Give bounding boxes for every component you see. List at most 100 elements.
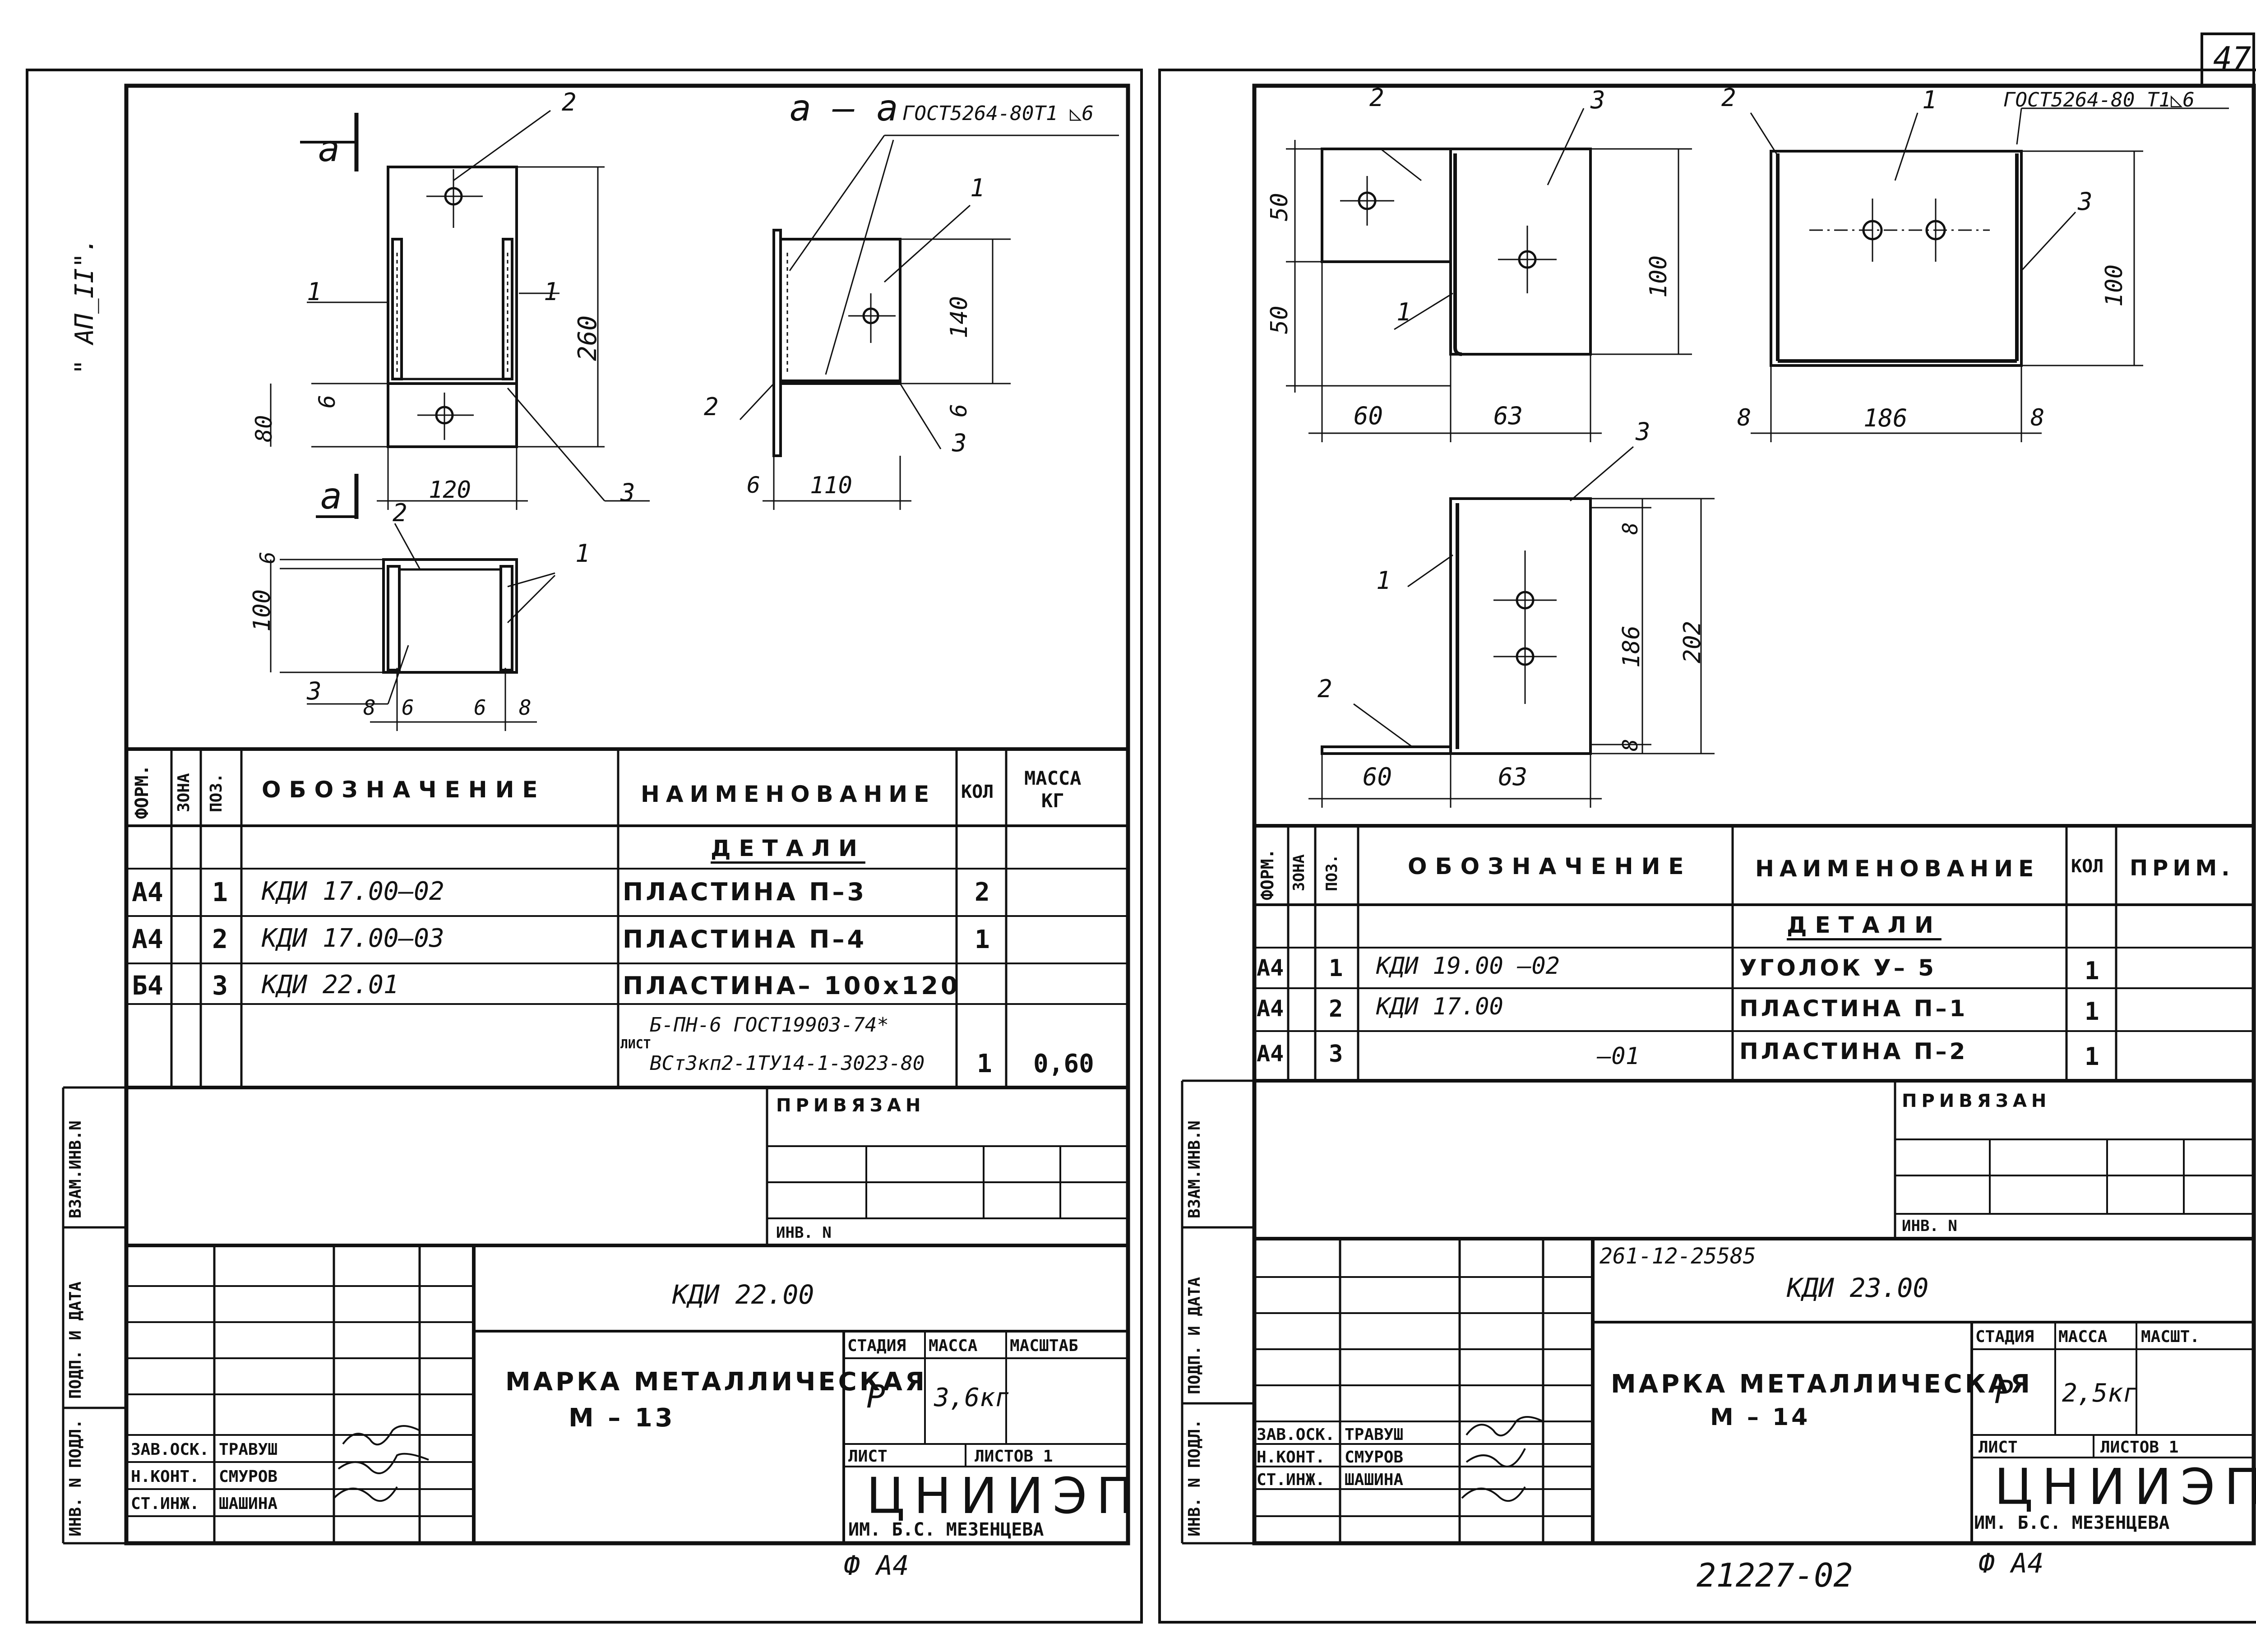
left-side-label-vzam: ВЗАМ.ИНВ.N	[66, 1120, 85, 1218]
left-staff2-name: СМУРОВ	[219, 1467, 278, 1486]
left-staff3-role: СТ.ИНЖ.	[131, 1495, 199, 1513]
right-row1-form: А4	[1257, 955, 1284, 981]
left-top-callout-2: 2	[393, 499, 407, 527]
right-privyazan: ПРИВЯЗАН	[1902, 1091, 2051, 1111]
right-dim-63a: 63	[1493, 402, 1523, 430]
left-row2-designation: КДИ 17.00–03	[262, 924, 444, 953]
left-row1-name: ПЛАСТИНА П–3	[623, 878, 867, 906]
left-row1-designation: КДИ 17.00–02	[262, 877, 444, 906]
right-col-designation: ОБОЗНАЧЕНИЕ	[1408, 853, 1692, 879]
left-mass: 3,6кг	[934, 1383, 1010, 1412]
right-dim-63b: 63	[1498, 763, 1528, 791]
right-code: КДИ 23.00	[1787, 1273, 1929, 1303]
left-drawing-frame	[124, 83, 1130, 1546]
right-org-sub: ИМ. Б.С. МЕЗЕНЦЕВА	[1974, 1513, 2170, 1533]
left-org: ЦНИИЭП	[866, 1467, 1143, 1525]
right-signature-3	[1461, 1486, 1526, 1502]
right-dim-60a: 60	[1354, 402, 1383, 430]
left-col-zone: ЗОНА	[175, 773, 193, 812]
left-col-mass: МАССА КГ	[1024, 767, 1082, 812]
right-dim-186b: 186	[1618, 625, 1645, 668]
left-section-title: а – а	[790, 87, 898, 129]
right-callout-2c: 2	[1318, 675, 1332, 703]
left-col-qty: КОЛ	[961, 782, 994, 802]
left-row1-qty: 2	[975, 878, 990, 907]
left-col-form: ФОРМ.	[132, 764, 153, 819]
left-section-mark-top: а	[318, 128, 340, 170]
right-dim-100a: 100	[1645, 255, 1672, 298]
left-row3-pos: 3	[212, 970, 228, 1001]
left-callout-3a: 3	[620, 478, 635, 507]
left-dim-120: 120	[429, 477, 471, 504]
sheet-number: 47	[2213, 40, 2251, 77]
right-dim-8c: 8	[1618, 522, 1642, 535]
right-name-line1: МАРКА МЕТАЛЛИЧЕСКАЯ	[1611, 1370, 2033, 1399]
left-dim-6e: 6	[402, 695, 414, 720]
left-row1-form: А4	[132, 877, 163, 907]
right-row1-designation: КДИ 19.00 –02	[1376, 953, 1560, 980]
left-privyazan: ПРИВЯЗАН	[776, 1095, 925, 1116]
left-front-view	[270, 110, 650, 519]
right-row2-qty: 1	[2085, 997, 2099, 1026]
left-stage-label: СТАДИЯ	[847, 1337, 906, 1355]
left-row3-designation: КДИ 22.01	[262, 970, 399, 1000]
right-drawing-frame	[1252, 83, 2256, 1546]
archive-number: 21227-02	[1697, 1556, 1853, 1594]
right-callout-3b: 3	[2078, 187, 2093, 216]
left-dim-6c: 6	[747, 472, 761, 498]
right-signature-1	[1465, 1416, 1544, 1437]
left-name-line2: М – 13	[569, 1403, 675, 1433]
left-inv: ИНВ. N	[776, 1224, 832, 1242]
right-angle-view	[1286, 108, 1692, 442]
left-dim-6b: 6	[946, 403, 972, 417]
right-dim-50b: 50	[1266, 305, 1293, 334]
left-signature-2	[337, 1453, 429, 1474]
margin-note: " АП_II".	[70, 237, 99, 375]
left-weld-note: ГОСТ5264-80Т1 ◺6	[902, 102, 1094, 125]
right-mass-label: МАССА	[2058, 1328, 2108, 1346]
right-row2-form: А4	[1257, 995, 1284, 1022]
left-dim-80: 80	[251, 415, 277, 442]
left-spec-section: ДЕТАЛИ	[711, 835, 865, 861]
left-top-callout-1: 1	[575, 539, 590, 568]
left-dim-140: 140	[946, 296, 973, 338]
left-dim-110: 110	[810, 472, 852, 499]
right-dim-60b: 60	[1363, 763, 1392, 791]
left-dim-6d: 6	[255, 551, 280, 564]
left-dim-8a: 8	[363, 695, 376, 720]
right-callout-1b: 1	[1922, 86, 1937, 114]
left-code: КДИ 22.00	[672, 1279, 814, 1310]
left-stage: Р	[866, 1378, 886, 1415]
right-inv: ИНВ. N	[1902, 1217, 1957, 1235]
right-scale-label: МАСШТ.	[2141, 1328, 2200, 1346]
left-dim-260: 260	[573, 315, 602, 361]
right-staff3-role: СТ.ИНЖ.	[1257, 1471, 1325, 1489]
sheet-number-box	[2201, 32, 2255, 87]
right-dim-50a: 50	[1266, 193, 1293, 221]
left-material-prefix: ЛИСТ	[620, 1037, 651, 1051]
right-callout-1a: 1	[1396, 298, 1411, 326]
right-callout-3c: 3	[1636, 417, 1650, 446]
right-doc-number: 261-12-25585	[1600, 1244, 1756, 1269]
left-signature-3	[333, 1486, 398, 1502]
right-row3-name: ПЛАСТИНА П–2	[1739, 1038, 1968, 1064]
left-row2-pos: 2	[212, 924, 228, 954]
right-staff2-name: СМУРОВ	[1345, 1448, 1404, 1467]
left-sheets-label: ЛИСТОВ 1	[975, 1447, 1053, 1466]
left-signature-1	[342, 1425, 420, 1446]
right-staff1-role: ЗАВ.ОСК.	[1257, 1425, 1335, 1444]
right-side-view	[1308, 446, 1715, 808]
left-material-mass: 0,60	[1033, 1049, 1094, 1078]
left-section-callout-3: 3	[952, 429, 967, 457]
right-callout-1c: 1	[1376, 566, 1391, 595]
right-col-zone: ЗОНА	[1290, 854, 1308, 891]
left-mass-label: МАССА	[929, 1337, 978, 1355]
left-spec-table	[126, 747, 1128, 1089]
left-material-bottom: ВСт3кп2-1ТУ14-1-3023-80	[650, 1052, 925, 1075]
right-side-label-vzam: ВЗАМ.ИНВ.N	[1185, 1120, 1204, 1218]
right-dim-8a: 8	[1737, 404, 1752, 431]
right-dim-186a: 186	[1863, 404, 1908, 432]
right-row1-name: УГОЛОК У– 5	[1739, 955, 1937, 981]
right-mass: 2,5кг	[2062, 1379, 2138, 1408]
left-side-label-inv: ИНВ. N ПОДЛ.	[66, 1419, 85, 1536]
